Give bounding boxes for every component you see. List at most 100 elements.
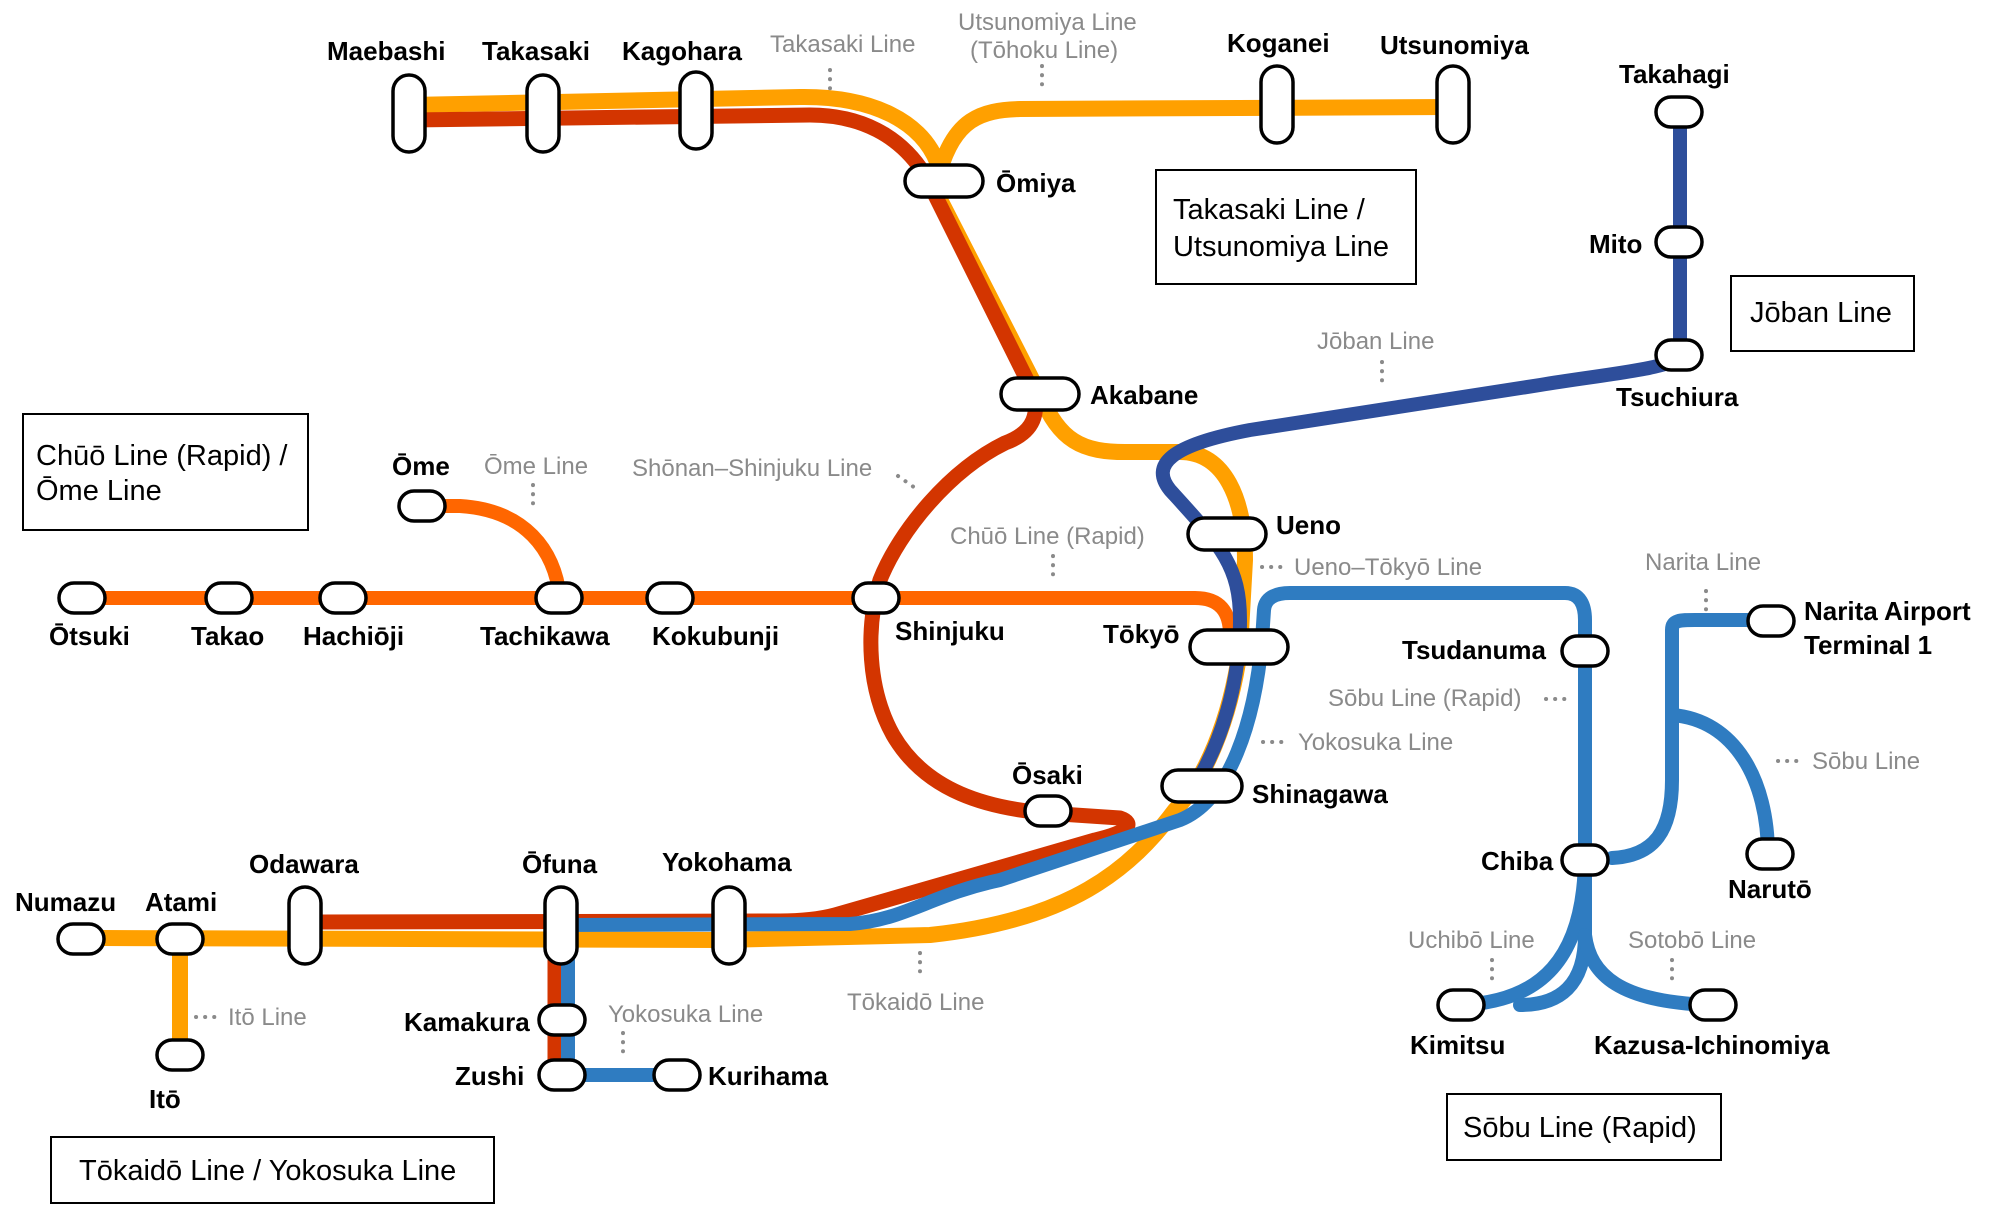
line-label-sobu-rapid: Sōbu Line (Rapid) [1328,685,1521,712]
station-marker-ofuna[interactable] [543,885,579,966]
station-label-kurihama: Kurihama [708,1061,828,1091]
station-marker-zushi[interactable] [537,1058,587,1092]
station-marker-kamakura[interactable] [537,1003,587,1037]
station-label-tsudanuma: Tsudanuma [1402,635,1547,665]
station-marker-tsudanuma[interactable] [1560,634,1610,668]
station-label-zushi: Zushi [455,1061,524,1091]
station-label-hachioji: Hachiōji [303,621,404,651]
leader-dots [194,64,1807,1060]
station-marker-akabane[interactable] [999,376,1081,412]
station-marker-tsuchiura[interactable] [1654,338,1704,372]
route-yokosuka-sobu [548,586,1592,1012]
station-label-ome: Ōme [392,451,450,481]
station-label-ueno: Ueno [1276,510,1341,540]
station-label-kagohara: Kagohara [622,36,742,66]
station-label-ito: Itō [149,1084,181,1114]
legend-tokaido-yokosuka: Tōkaidō Line / Yokosuka Line [79,1155,456,1187]
station-label-kamakura: Kamakura [404,1007,530,1037]
station-label-naruto: Narutō [1728,874,1812,904]
legend-chuo-ome-line2: Ōme Line [36,475,162,507]
station-label-kimitsu: Kimitsu [1410,1030,1505,1060]
station-marker-hachioji[interactable] [318,581,368,615]
station-marker-utsunomiya[interactable] [1435,64,1471,145]
legend-boxes: Takasaki Line / Utsunomiya Line Jōban Li… [22,169,1915,1204]
station-marker-naruto[interactable] [1745,837,1795,871]
route-sobu-branch-narita [1605,613,1772,865]
station-label-takasaki: Takasaki [482,36,590,66]
station-marker-narita-airport[interactable] [1746,604,1796,638]
line-label-ito: Itō Line [228,1004,307,1031]
line-label-takasaki: Takasaki Line [770,31,915,58]
route-ome [413,499,567,605]
station-marker-takasaki[interactable] [525,73,561,154]
station-marker-numazu[interactable] [56,922,106,956]
station-markers [56,64,1796,1092]
legend-box-tokaido-yokosuka [50,1136,495,1204]
station-marker-atami[interactable] [155,922,205,956]
station-label-atami: Atami [145,887,217,917]
station-label-chiba: Chiba [1481,846,1554,876]
station-label-tokyo: Tōkyō [1103,619,1180,649]
station-marker-chiba[interactable] [1560,843,1610,877]
legend-chuo-ome-line1: Chūō Line (Rapid) / [36,440,288,472]
station-label-akabane: Akabane [1090,380,1198,410]
station-marker-ueno[interactable] [1186,516,1268,552]
station-label-numazu: Numazu [15,887,116,917]
route-joban [1155,105,1687,792]
station-marker-koganei[interactable] [1259,64,1295,145]
line-label-ome: Ōme Line [484,453,588,480]
station-label-kazusa-ichinomiya: Kazusa-Ichinomiya [1594,1030,1830,1060]
station-label-omiya: Ōmiya [996,168,1076,198]
station-marker-kagohara[interactable] [678,70,714,151]
legend-box-joban [1730,275,1915,352]
station-label-tsuchiura: Tsuchiura [1616,382,1739,412]
line-label-shonan-shinjuku: Shōnan–Shinjuku Line [632,455,872,482]
legend-takasaki-utsunomiya-line1: Takasaki Line / [1173,194,1366,226]
legend-box-chuo-ome [22,413,309,531]
station-label-odawara: Odawara [249,849,359,879]
route-utsunomiya-south [92,172,1253,948]
station-marker-shinjuku[interactable] [851,581,901,615]
station-marker-kokubunji[interactable] [645,581,695,615]
station-marker-otsuki[interactable] [57,581,107,615]
station-marker-kazusa-ichinomiya[interactable] [1688,988,1738,1022]
station-marker-shinagawa[interactable] [1160,768,1244,804]
station-marker-ome[interactable] [397,489,447,523]
station-label-shinagawa: Shinagawa [1252,779,1388,809]
legend-box-sobu-rapid [1446,1093,1722,1161]
station-label-maebashi: Maebashi [327,36,446,66]
station-marker-mito[interactable] [1654,225,1704,259]
station-marker-kurihama[interactable] [652,1058,702,1092]
station-label-tachikawa: Tachikawa [480,621,610,651]
station-marker-takahagi[interactable] [1654,95,1704,129]
line-name-labels: Takasaki Line Utsunomiya Line (Tōhoku Li… [228,9,1920,1031]
station-label-osaki: Ōsaki [1012,760,1083,790]
station-marker-tachikawa[interactable] [534,581,584,615]
line-label-joban: Jōban Line [1317,328,1434,355]
station-label-shinjuku: Shinjuku [895,616,1005,646]
station-label-takahagi: Takahagi [1619,59,1730,89]
line-label-utsunomiya-1: Utsunomiya Line [958,9,1137,36]
station-marker-omiya[interactable] [903,163,985,199]
station-label-koganei: Koganei [1227,28,1330,58]
station-marker-maebashi[interactable] [391,73,427,154]
station-label-yokohama: Yokohama [662,847,792,877]
line-label-sotobo: Sotobō Line [1628,927,1756,954]
station-marker-yokohama[interactable] [711,885,747,966]
station-marker-odawara[interactable] [287,885,323,966]
station-names: Maebashi Takasaki Kagohara Koganei Utsun… [15,28,1971,1114]
station-marker-takao[interactable] [204,581,254,615]
legend-sobu-rapid: Sōbu Line (Rapid) [1463,1112,1697,1144]
station-marker-ito[interactable] [155,1038,205,1072]
line-label-uchibo: Uchibō Line [1408,927,1535,954]
line-label-yokosuka-upper: Yokosuka Line [1298,729,1453,756]
station-marker-tokyo[interactable] [1188,628,1290,666]
line-label-chuo-rapid: Chūō Line (Rapid) [950,523,1145,550]
line-label-narita: Narita Line [1645,549,1761,576]
route-sotobo [1578,928,1717,1012]
station-label-utsunomiya: Utsunomiya [1380,30,1529,60]
station-marker-kimitsu[interactable] [1436,988,1486,1022]
line-label-utsunomiya-2: (Tōhoku Line) [970,37,1118,64]
station-marker-osaki[interactable] [1023,794,1073,828]
